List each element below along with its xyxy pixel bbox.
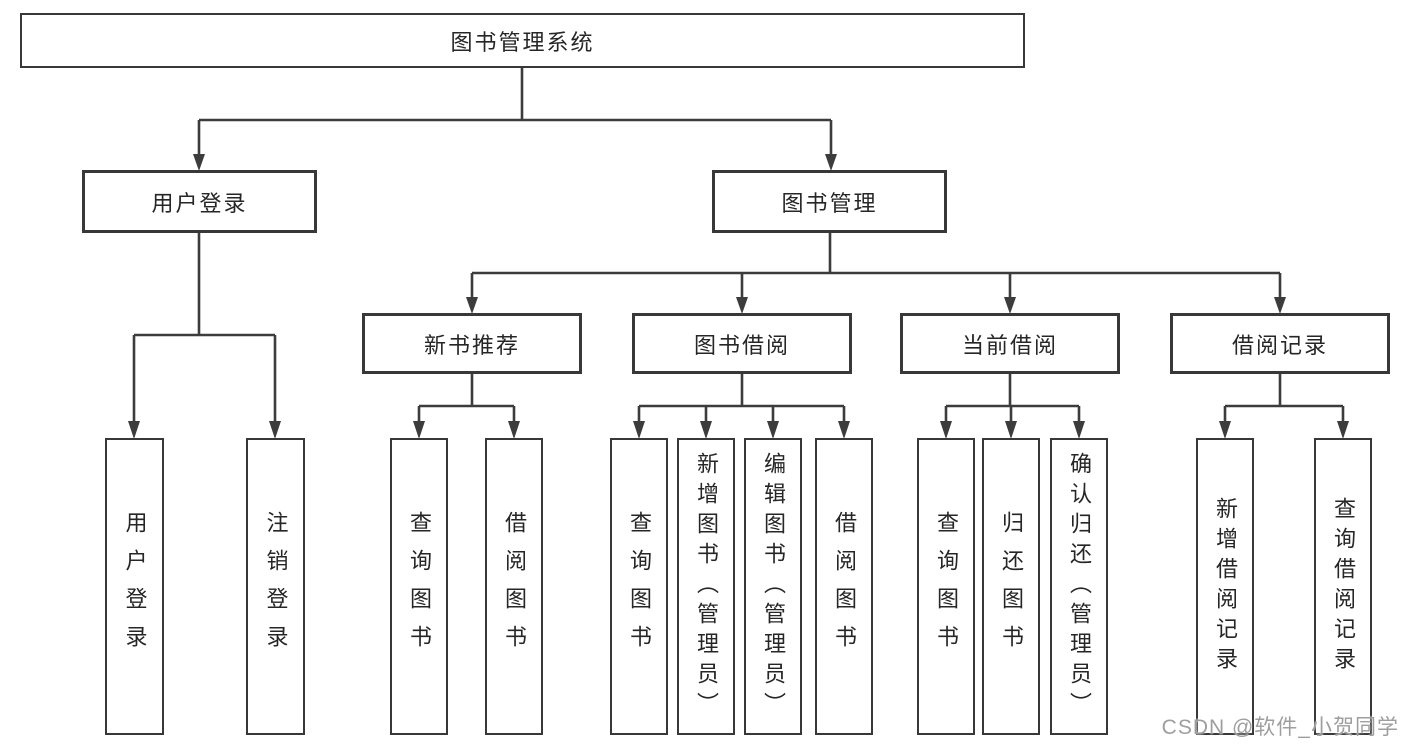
node-current-borrowing: 当前借阅 bbox=[900, 313, 1120, 374]
arrow-leaf-borrow-borrow bbox=[838, 421, 850, 439]
arrow-current-borrowing bbox=[1004, 297, 1016, 314]
leaf-recommend-query-books: 查询图书 bbox=[390, 438, 448, 735]
edge-records-leaves bbox=[1223, 374, 1345, 429]
edge-current-leaves bbox=[944, 374, 1081, 429]
arrow-leaf-recommend-query bbox=[413, 421, 425, 439]
leaf-borrowing-edit-books-admin: 编辑图书（管理员） bbox=[744, 438, 802, 735]
edge-strokes bbox=[132, 68, 1345, 429]
arrow-leaf-recommend-borrow bbox=[508, 421, 520, 439]
leaf-recommend-borrow-books: 借阅图书 bbox=[485, 438, 543, 735]
arrow-leaf-records-add bbox=[1219, 421, 1231, 439]
edge-borrowing-leaves bbox=[637, 374, 846, 429]
node-book-borrowing: 图书借阅 bbox=[632, 313, 852, 374]
arrow-new-book-recommend bbox=[466, 297, 478, 314]
arrow-user-login bbox=[193, 154, 205, 171]
leaf-logout-login: 注销登录 bbox=[246, 438, 305, 735]
arrow-borrowing-records bbox=[1274, 297, 1286, 314]
leaf-current-query-books: 查询图书 bbox=[917, 438, 975, 735]
node-borrowing-records: 借阅记录 bbox=[1170, 313, 1390, 374]
arrow-leaf-user-login bbox=[128, 421, 140, 439]
node-new-book-recommend: 新书推荐 bbox=[362, 313, 582, 374]
arrow-leaf-current-return bbox=[1005, 421, 1017, 439]
arrow-book-borrowing bbox=[736, 297, 748, 314]
leaf-records-query-borrow-record: 查询借阅记录 bbox=[1314, 438, 1372, 735]
edge-book-management-level3 bbox=[470, 233, 1282, 304]
leaf-user-login: 用户登录 bbox=[105, 438, 164, 735]
arrow-leaf-logout bbox=[269, 421, 281, 439]
node-book-management: 图书管理 bbox=[712, 170, 947, 233]
leaf-borrowing-borrow-books: 借阅图书 bbox=[815, 438, 873, 735]
leaf-current-confirm-return-admin: 确认归还（管理员） bbox=[1050, 438, 1108, 735]
arrow-leaf-records-query bbox=[1337, 421, 1349, 439]
edge-root-level2 bbox=[197, 68, 833, 161]
arrowheads bbox=[128, 154, 1349, 439]
leaf-current-return-books: 归还图书 bbox=[982, 438, 1040, 735]
arrow-leaf-current-query bbox=[940, 421, 952, 439]
leaf-records-add-borrow-record: 新增借阅记录 bbox=[1196, 438, 1254, 735]
node-library-management-system: 图书管理系统 bbox=[20, 13, 1025, 68]
arrow-leaf-current-confirm bbox=[1073, 421, 1085, 439]
leaf-borrowing-query-books: 查询图书 bbox=[610, 438, 668, 735]
arrow-leaf-borrow-edit bbox=[767, 421, 779, 439]
arrow-leaf-borrow-add bbox=[700, 421, 712, 439]
csdn-watermark: CSDN @软件_小贺同学 bbox=[1161, 716, 1399, 739]
edge-recommend-leaves bbox=[417, 374, 516, 429]
node-user-login: 用户登录 bbox=[82, 170, 317, 233]
edge-user-login-leaves bbox=[132, 233, 277, 429]
arrow-book-management bbox=[825, 154, 837, 171]
arrow-leaf-borrow-query bbox=[633, 421, 645, 439]
leaf-borrowing-add-books-admin: 新增图书（管理员） bbox=[677, 438, 735, 735]
